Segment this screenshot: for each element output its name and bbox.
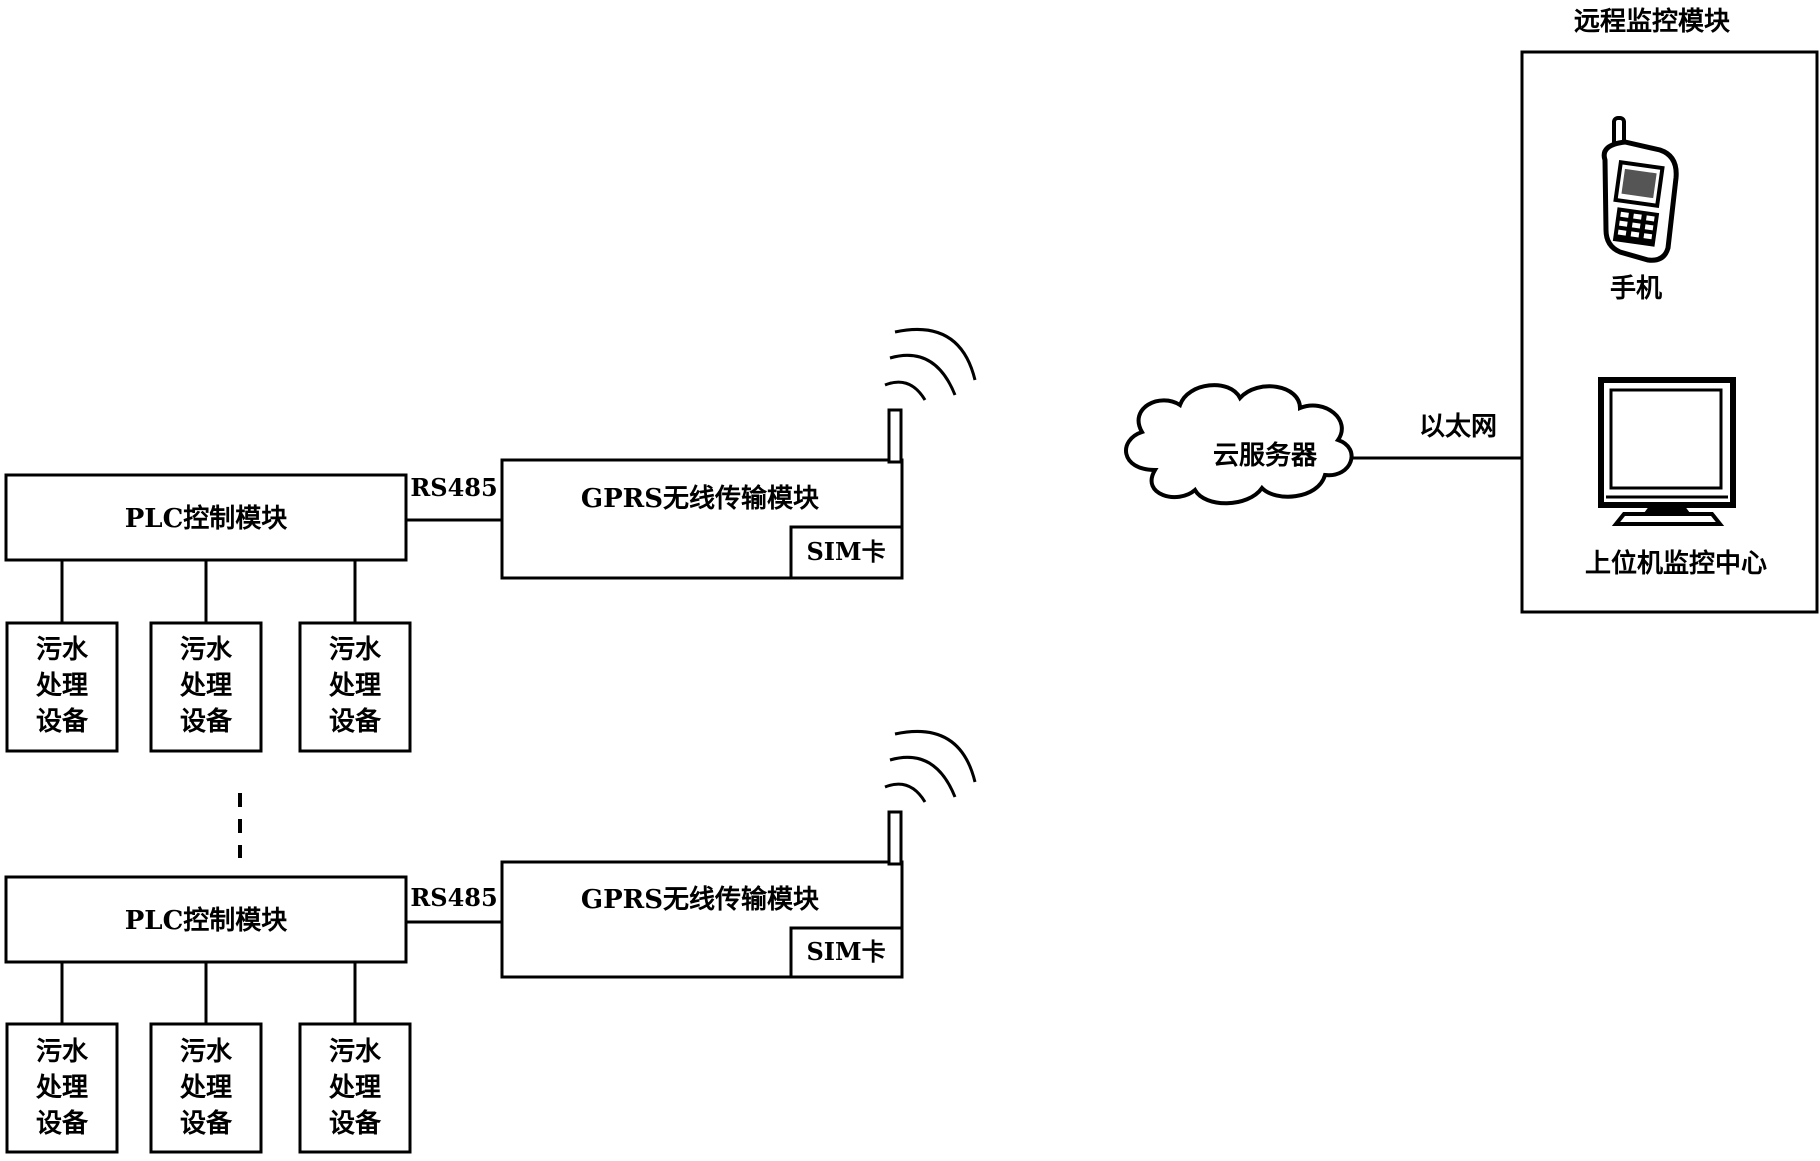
sewage-device-1: 污水 处理 设备 <box>5 621 119 753</box>
rs485-label: RS485 <box>410 473 497 502</box>
sim-card-label: SIM卡 <box>806 937 885 966</box>
sewage-device-5: 污水 处理 设备 <box>149 1022 263 1154</box>
svg-text:处理: 处理 <box>328 671 381 701</box>
svg-text:污水: 污水 <box>329 1037 382 1067</box>
svg-text:处理: 处理 <box>35 1073 88 1103</box>
svg-text:设备: 设备 <box>329 1109 382 1139</box>
sewage-device-3: 污水 处理 设备 <box>298 621 412 753</box>
mobile-phone-icon <box>1601 116 1679 263</box>
gprs-module-label: GPRS无线传输模块 <box>581 483 819 514</box>
plc-control-module-box <box>4 473 408 562</box>
cloud-server: 云服务器 <box>1124 383 1354 506</box>
gprs-module-label: GPRS无线传输模块 <box>581 884 819 915</box>
pc-monitoring-center-label: 上位机监控中心 <box>1585 548 1767 579</box>
svg-text:处理: 处理 <box>328 1073 381 1103</box>
svg-text:设备: 设备 <box>329 707 382 737</box>
monitor-icon <box>1598 377 1736 526</box>
svg-text:处理: 处理 <box>179 671 232 701</box>
sewage-device-2: 污水 处理 设备 <box>149 621 263 753</box>
antenna-icon <box>884 327 977 464</box>
svg-text:设备: 设备 <box>36 707 89 737</box>
unit-2: PLC控制模块 RS485 GPRS无线传输模块 SIM卡 污水 处理 设备 污… <box>4 729 977 1154</box>
svg-text:设备: 设备 <box>180 707 233 737</box>
unit-1: PLC控制模块 RS485 GPRS无线传输模块 SIM卡 污水 处理 设备 污… <box>4 327 977 753</box>
rs485-label: RS485 <box>410 883 497 912</box>
svg-text:污水: 污水 <box>329 635 382 665</box>
remote-module-title: 远程监控模块 <box>1574 7 1730 37</box>
svg-text:处理: 处理 <box>35 671 88 701</box>
svg-text:处理: 处理 <box>179 1073 232 1103</box>
remote-module-box <box>1520 50 1819 614</box>
sim-card-label: SIM卡 <box>806 537 885 566</box>
plc-control-module-box <box>4 875 408 964</box>
svg-text:污水: 污水 <box>36 635 89 665</box>
svg-text:污水: 污水 <box>180 1037 233 1067</box>
remote-monitoring-module: 远程监控模块 手机 上位机监控中心 <box>1520 7 1819 614</box>
plc-control-module-label: PLC控制模块 <box>125 504 288 534</box>
cloud-icon <box>1124 383 1354 506</box>
sewage-device-6: 污水 处理 设备 <box>298 1022 412 1154</box>
sewage-device-4: 污水 处理 设备 <box>5 1022 119 1154</box>
antenna-icon <box>884 729 977 866</box>
cloud-server-label: 云服务器 <box>1213 441 1318 471</box>
svg-text:设备: 设备 <box>180 1109 233 1139</box>
sim-card-box <box>789 926 904 979</box>
svg-text:污水: 污水 <box>180 635 233 665</box>
sim-card-box <box>789 525 904 580</box>
svg-text:污水: 污水 <box>36 1037 89 1067</box>
plc-control-module-label: PLC控制模块 <box>125 906 288 936</box>
ethernet-label: 以太网 <box>1419 412 1497 442</box>
svg-text:设备: 设备 <box>36 1109 89 1139</box>
mobile-phone-label: 手机 <box>1610 274 1662 304</box>
